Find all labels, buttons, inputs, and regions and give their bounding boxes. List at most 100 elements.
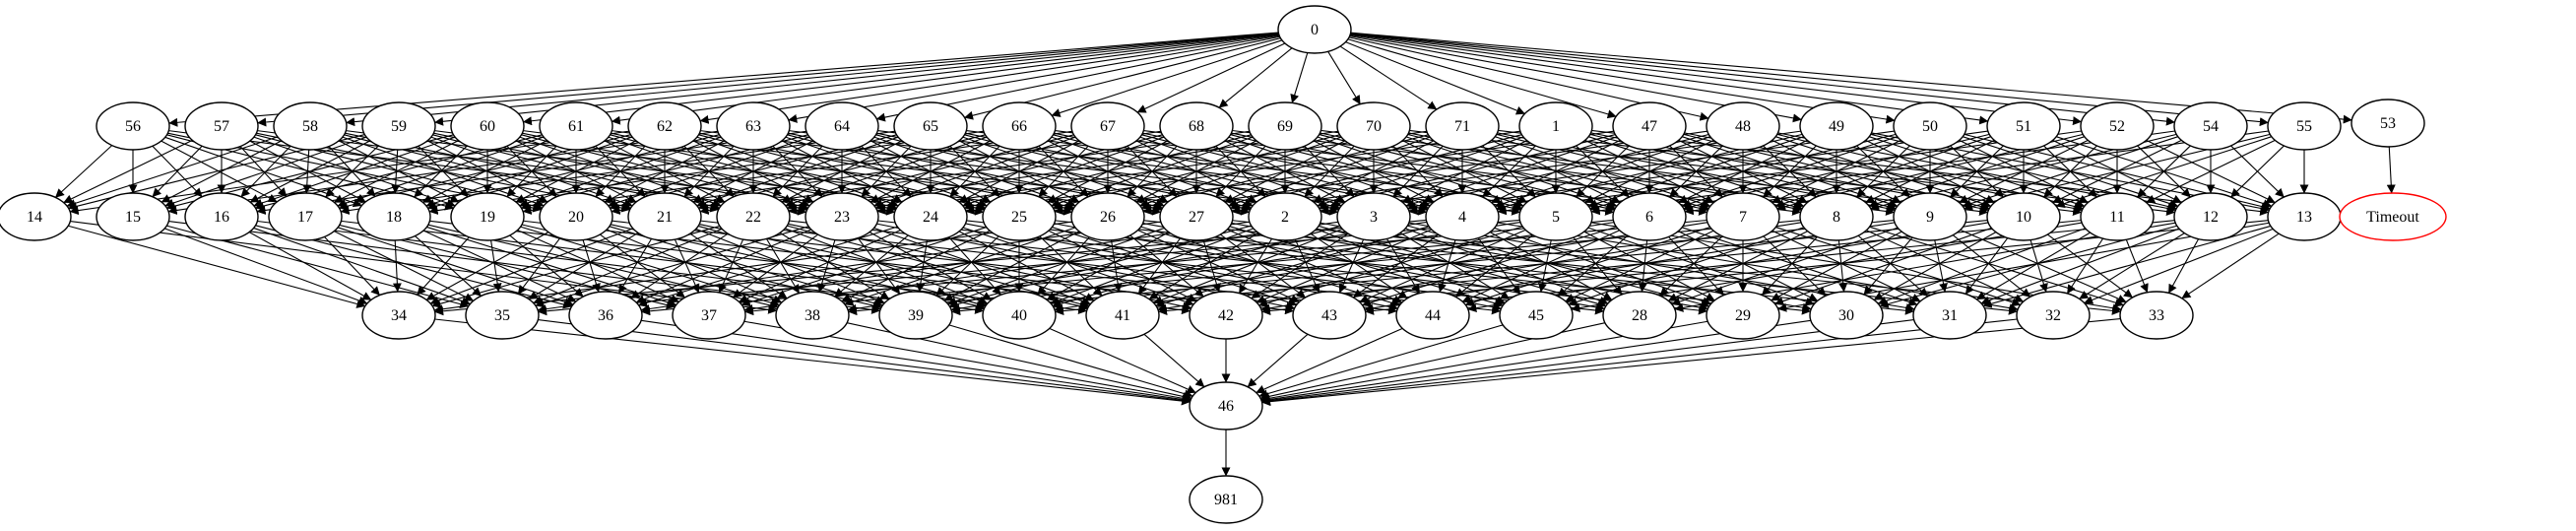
node-label: 65: [923, 118, 938, 135]
edge: [1320, 130, 1895, 216]
edge: [841, 230, 991, 302]
edge-19-to-37: [517, 230, 679, 303]
edge: [1310, 232, 1408, 299]
node-label: 14: [27, 209, 42, 226]
edge-3-to-37: [743, 221, 1339, 313]
edge-6-to-45: [1557, 234, 1629, 298]
edge: [640, 221, 1250, 313]
edge: [1762, 236, 1818, 296]
node-label: 39: [908, 307, 924, 324]
edge: [490, 239, 502, 293]
edge: [425, 232, 549, 300]
edge-21-to-34: [429, 228, 634, 305]
edge: [417, 236, 470, 296]
edge-55-to-6: [1684, 130, 2269, 216]
edge-20-to-34: [425, 232, 549, 300]
edge-0-to-53: [1350, 32, 2352, 124]
node-ellipse: [1395, 291, 1470, 340]
edge-69-to-21: [699, 130, 1250, 215]
node-label: 30: [1838, 307, 1854, 324]
node-ellipse: [1159, 101, 1234, 151]
edge: [788, 34, 1280, 123]
edge-0-to-68: [1218, 47, 1293, 108]
node-label: 48: [1735, 118, 1751, 135]
node-37: 37: [672, 291, 746, 340]
edge: [600, 233, 685, 299]
edge-4-to-38: [847, 221, 1428, 313]
node-label: 43: [1321, 307, 1337, 324]
edge-16-to-35: [253, 227, 471, 305]
node-label: 4: [1458, 209, 1466, 226]
edge: [63, 139, 193, 204]
node-label: 5: [1552, 209, 1560, 226]
node-ellipse: [775, 291, 850, 340]
node-ellipse: [1189, 381, 1263, 431]
node-timeout: Timeout: [2339, 192, 2447, 241]
node-ellipse: [982, 192, 1057, 241]
edge-60-to-17: [333, 140, 459, 203]
edge: [70, 221, 778, 314]
node-label: 61: [568, 118, 584, 135]
edge-15-to-34: [163, 228, 368, 305]
edge: [1049, 327, 1196, 394]
edge-10-to-32: [2029, 239, 2048, 293]
node-ellipse: [1706, 192, 1780, 241]
node-label: 35: [494, 307, 510, 324]
node-3: 3: [1336, 192, 1411, 241]
node-ellipse: [805, 192, 879, 241]
node-ellipse: [627, 101, 702, 151]
edge: [2079, 232, 2185, 299]
node-label: 42: [1218, 307, 1234, 324]
edge-50-to-2: [1320, 130, 1895, 216]
edge: [1258, 324, 1504, 399]
edge: [834, 234, 909, 298]
edge: [2055, 136, 2273, 208]
edge-49-to-27: [1231, 130, 1801, 216]
node-label: 24: [923, 209, 938, 226]
edge-11-to-33: [2125, 239, 2149, 294]
edge-0-to-50: [1349, 34, 1896, 124]
edge: [779, 232, 890, 300]
node-ellipse: [672, 291, 746, 340]
edge-51-to-3: [1408, 130, 1988, 216]
node-ellipse: [361, 101, 436, 151]
edge: [1976, 232, 2091, 300]
node-5: 5: [1518, 192, 1593, 241]
node-ellipse: [1809, 291, 1884, 340]
edge: [415, 235, 482, 297]
edge-20-to-37: [600, 233, 685, 299]
edge-0-to-1: [1345, 41, 1525, 115]
edge-0-to-56: [168, 32, 1279, 127]
edge-63-to-15: [167, 130, 718, 215]
edge-7-to-28: [1659, 235, 1723, 297]
edge-27-to-35: [537, 221, 1161, 314]
edge-68-to-20: [611, 130, 1161, 215]
edge: [1497, 130, 2082, 216]
node-ellipse: [1189, 291, 1263, 340]
node-52: 52: [2080, 101, 2155, 151]
edge: [2047, 233, 2133, 299]
node-ellipse: [450, 101, 525, 151]
edge-6-to-43: [1361, 226, 1617, 307]
edge-9-to-33: [1960, 229, 2127, 303]
node-ellipse: [1070, 101, 1145, 151]
edge: [1454, 234, 1534, 298]
edge-23-to-41: [873, 227, 1091, 305]
node-label: 54: [2203, 118, 2219, 135]
node-59: 59: [361, 101, 436, 151]
edge: [1238, 238, 1273, 295]
edge-9-to-28: [1671, 227, 1899, 306]
node-58: 58: [273, 101, 348, 151]
node-36: 36: [568, 291, 643, 340]
node-67: 67: [1070, 101, 1145, 151]
edge: [1349, 34, 1896, 124]
node-ellipse: [184, 101, 259, 151]
edge-57-to-15: [152, 145, 203, 198]
edge: [1401, 140, 1527, 203]
edge: [1359, 229, 1526, 303]
node-ellipse: [1248, 192, 1322, 241]
edge-23-to-39: [857, 237, 901, 295]
edge-66-to-18: [428, 130, 984, 215]
edge-19-to-34: [417, 236, 470, 296]
edge: [333, 140, 459, 203]
